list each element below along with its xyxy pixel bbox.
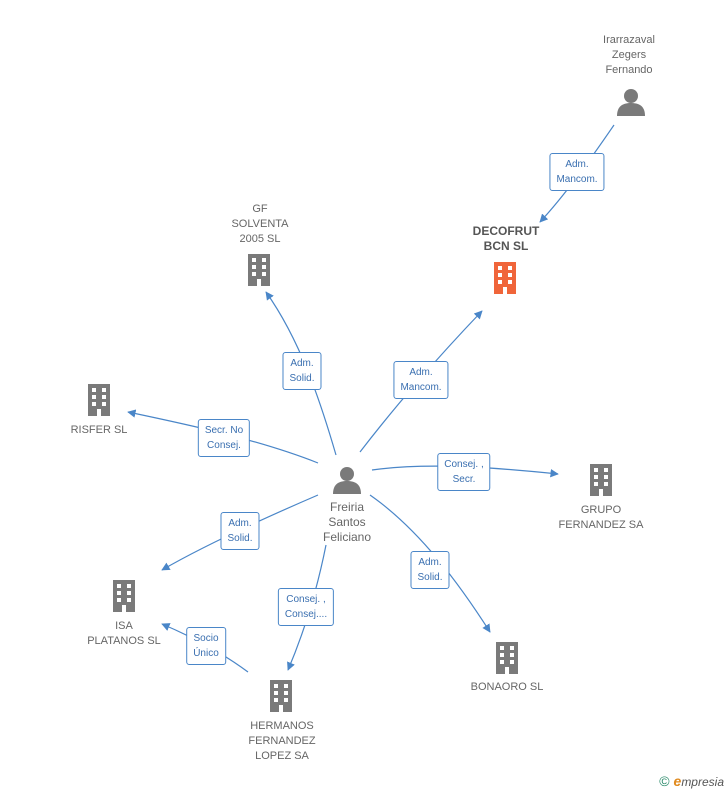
edge-badge-freiria-hermanos[interactable]: Consej. , Consej.... — [277, 588, 335, 626]
footer-brand[interactable]: ©empresia — [659, 773, 724, 789]
building-icon — [496, 642, 518, 674]
copyright-symbol: © — [659, 773, 670, 789]
edge-badge-freiria-decofrut[interactable]: Adm. Mancom. — [393, 361, 449, 399]
edge-badge-freiria-grupo[interactable]: Consej. , Secr. — [437, 453, 491, 491]
edge-badge-freiria-gf[interactable]: Adm. Solid. — [282, 352, 322, 390]
node-label-bonaoro[interactable]: BONAORO SL — [470, 681, 544, 693]
brand-logo-text: mpresia — [681, 775, 724, 789]
building-icon — [270, 680, 292, 712]
node-label-isa-platanos[interactable]: ISA PLATANOS SL — [87, 620, 161, 647]
node-label-gf-solventa[interactable]: GF SOLVENTA 2005 SL — [231, 203, 289, 245]
edge-badge-freiria-risfer[interactable]: Secr. No Consej. — [197, 419, 251, 457]
node-label-hermanos-fernandez[interactable]: HERMANOS FERNANDEZ LOPEZ SA — [248, 720, 316, 762]
brand-logo-e: e — [673, 773, 682, 789]
node-label-risfer[interactable]: RISFER SL — [70, 424, 128, 436]
building-icon — [494, 262, 516, 294]
building-icon — [248, 254, 270, 286]
edge-badge-irarrazaval-decofrut[interactable]: Adm. Mancom. — [549, 153, 605, 191]
building-icon — [113, 580, 135, 612]
building-icon — [590, 464, 612, 496]
node-label-grupo-fernandez[interactable]: GRUPO FERNANDEZ SA — [558, 504, 644, 531]
building-icon — [88, 384, 110, 416]
node-label-freiria[interactable]: Freiria Santos Feliciano — [322, 500, 372, 544]
edge-badge-freiria-bonaoro[interactable]: Adm. Solid. — [410, 551, 450, 589]
edge-badge-freiria-isa[interactable]: Adm. Solid. — [220, 512, 260, 550]
node-label-irarrazaval[interactable]: Irarrazaval Zegers Fernando — [603, 34, 655, 76]
node-label-decofrut[interactable]: DECOFRUT BCN SL — [472, 224, 540, 253]
edge-badge-hermanos-isa[interactable]: Socio Único — [186, 627, 226, 665]
person-icon — [617, 89, 645, 116]
person-icon — [333, 467, 361, 494]
